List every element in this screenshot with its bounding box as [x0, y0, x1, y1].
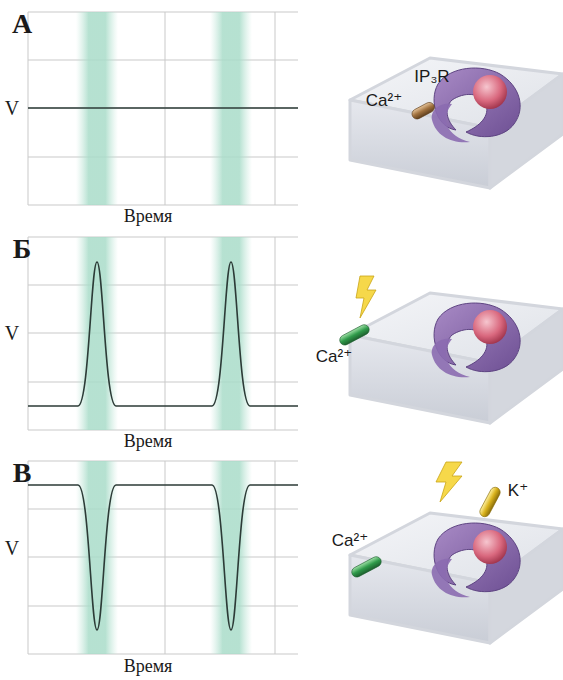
panel-letter: А — [12, 10, 32, 38]
panel-letter: Б — [13, 235, 32, 263]
axis-label: Время — [124, 432, 173, 450]
axis-label: V — [5, 98, 19, 118]
ion-label: K⁺ — [508, 482, 528, 499]
channel-label: IP₃R — [414, 68, 449, 85]
ion-label: Ca²⁺ — [316, 348, 352, 365]
ion-label: Ca²⁺ — [332, 532, 368, 549]
panel-letter: В — [13, 459, 32, 487]
axis-label: Время — [124, 657, 173, 675]
ion-label: Ca²⁺ — [366, 92, 402, 109]
axis-label: V — [5, 538, 19, 558]
axis-label: V — [5, 323, 19, 343]
axis-label: Время — [124, 207, 173, 225]
